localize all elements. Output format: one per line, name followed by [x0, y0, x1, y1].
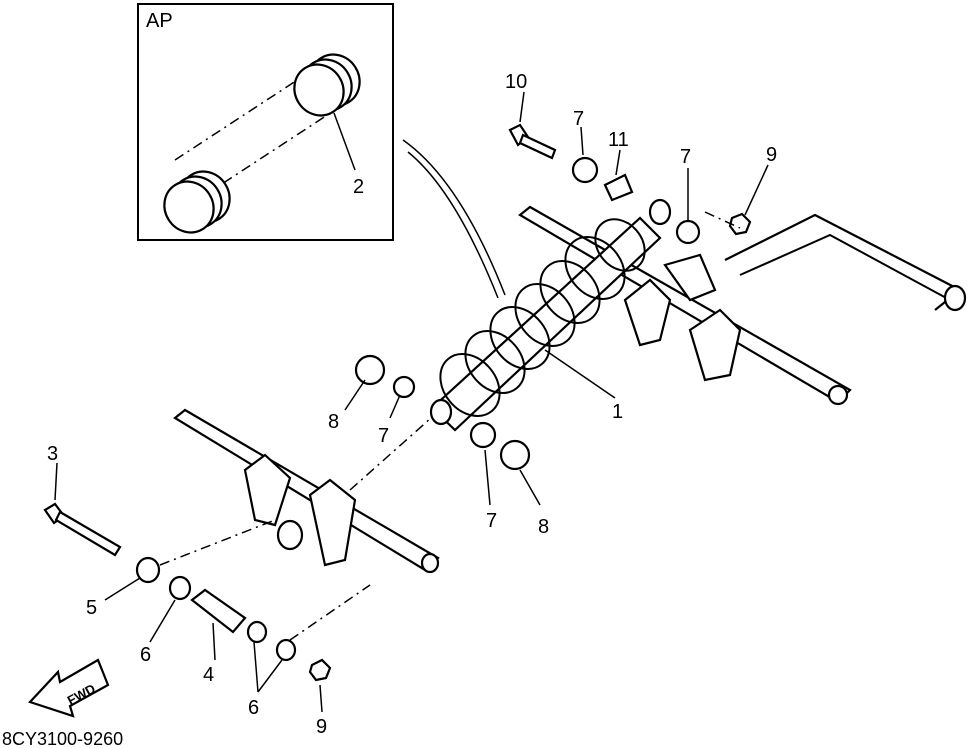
- callout-6-left: 6: [140, 644, 151, 666]
- washer-part-5: [135, 556, 161, 584]
- washer-part-6-left: [168, 575, 192, 601]
- nut-part-9-bottom: [308, 658, 332, 682]
- shock-absorber-part: [349, 198, 672, 491]
- inset-leader-line: [402, 139, 506, 296]
- callout-7-right: 7: [680, 146, 691, 168]
- nut-part-9-top: [728, 212, 752, 236]
- callout-8-lower: 8: [538, 516, 549, 538]
- diagram-code: 8CY3100-9260: [2, 729, 123, 748]
- callout-5: 5: [86, 597, 97, 619]
- callout-6-bottom: 6: [248, 697, 259, 719]
- inset-ap: AP 2: [137, 3, 394, 241]
- callout-inset-2: 2: [353, 176, 364, 198]
- collar-part-7-left: [392, 375, 416, 399]
- callout-7-top: 7: [573, 108, 584, 130]
- washer-part-6-right: [275, 638, 297, 662]
- bushing-part-8-lower: [499, 439, 531, 471]
- callout-10: 10: [505, 71, 527, 93]
- callout-7-left: 7: [378, 425, 389, 447]
- bushing-part-8-left: [354, 354, 386, 386]
- callout-11: 11: [608, 129, 629, 151]
- spacer-part-11: [603, 173, 634, 202]
- pin-part-4: [190, 588, 247, 634]
- callout-7-lower: 7: [486, 510, 497, 532]
- collar-part-7-top: [571, 156, 599, 184]
- callout-8-left: 8: [328, 411, 339, 433]
- inset-frame: [137, 3, 394, 241]
- callout-1: 1: [612, 401, 623, 423]
- callout-4: 4: [203, 664, 214, 686]
- inset-title: AP: [146, 10, 173, 32]
- bolt-part-10: [508, 123, 557, 160]
- collar-part-7-right: [675, 219, 701, 245]
- boot-part: [163, 53, 361, 234]
- callout-9-top: 9: [766, 144, 777, 166]
- callout-9-bottom: 9: [316, 716, 327, 738]
- lower-bracket: [173, 408, 440, 574]
- callout-3: 3: [47, 443, 58, 465]
- bolt-part-3: [43, 502, 122, 557]
- fwd-arrow-icon: FWD: [28, 658, 110, 718]
- collar-part-7-lower: [469, 421, 497, 449]
- washer-part-6-mid: [246, 620, 268, 644]
